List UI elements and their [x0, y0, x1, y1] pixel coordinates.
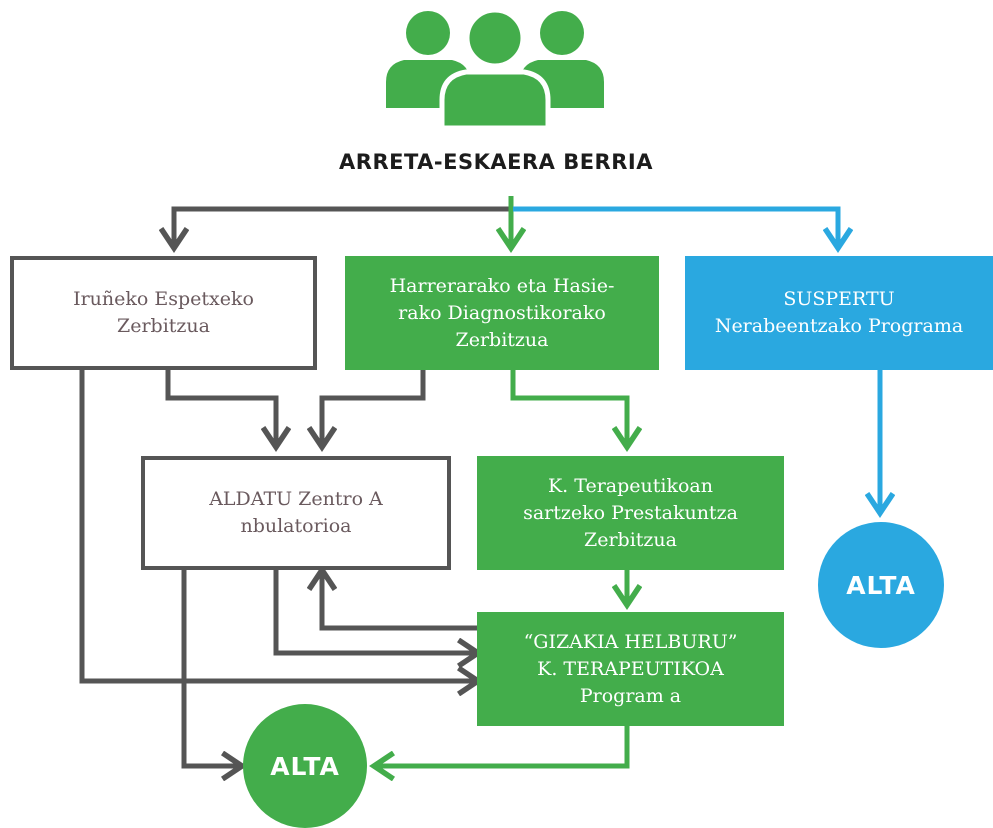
- users-group-icon: [386, 7, 604, 131]
- connector-aldatu-to-gizakia: [273, 568, 478, 653]
- connector-title-to-irunea: [174, 200, 514, 248]
- node-harrera: Harrerarako eta Hasie- rako Diagnostikor…: [345, 256, 659, 370]
- connector-gizakia-to-alta: [374, 726, 630, 766]
- node-suspertu: SUSPERTU Nerabeentzako Programa: [685, 256, 993, 370]
- alta-suspertu-circle: ALTA: [818, 522, 944, 648]
- connector-harrera-to-aldatu: [322, 370, 426, 447]
- connector-title-to-suspertu: [513, 206, 838, 248]
- connector-gizakia-to-aldatu: [322, 570, 478, 631]
- node-gizakia: “GIZAKIA HELBURU” K. TERAPEUTIKOA Progra…: [477, 612, 784, 726]
- alta-main-circle: ALTA: [243, 704, 367, 828]
- connector-irunea-to-gizakia: [79, 370, 478, 681]
- connector-harrera-to-prestakuntza: [510, 370, 627, 447]
- connector-irunea-to-aldatu: [165, 370, 276, 447]
- node-aldatu: ALDATU Zentro A nbulatorioa: [141, 456, 451, 570]
- node-prestakuntza: K. Terapeutikoan sartzeko Prestakuntza Z…: [477, 456, 784, 570]
- diagram-title: ARRETA-ESKAERA BERRIA: [339, 150, 653, 174]
- node-irunea: Iruñeko Espetxeko Zerbitzua: [10, 256, 317, 370]
- connector-aldatu-to-alta: [181, 568, 242, 766]
